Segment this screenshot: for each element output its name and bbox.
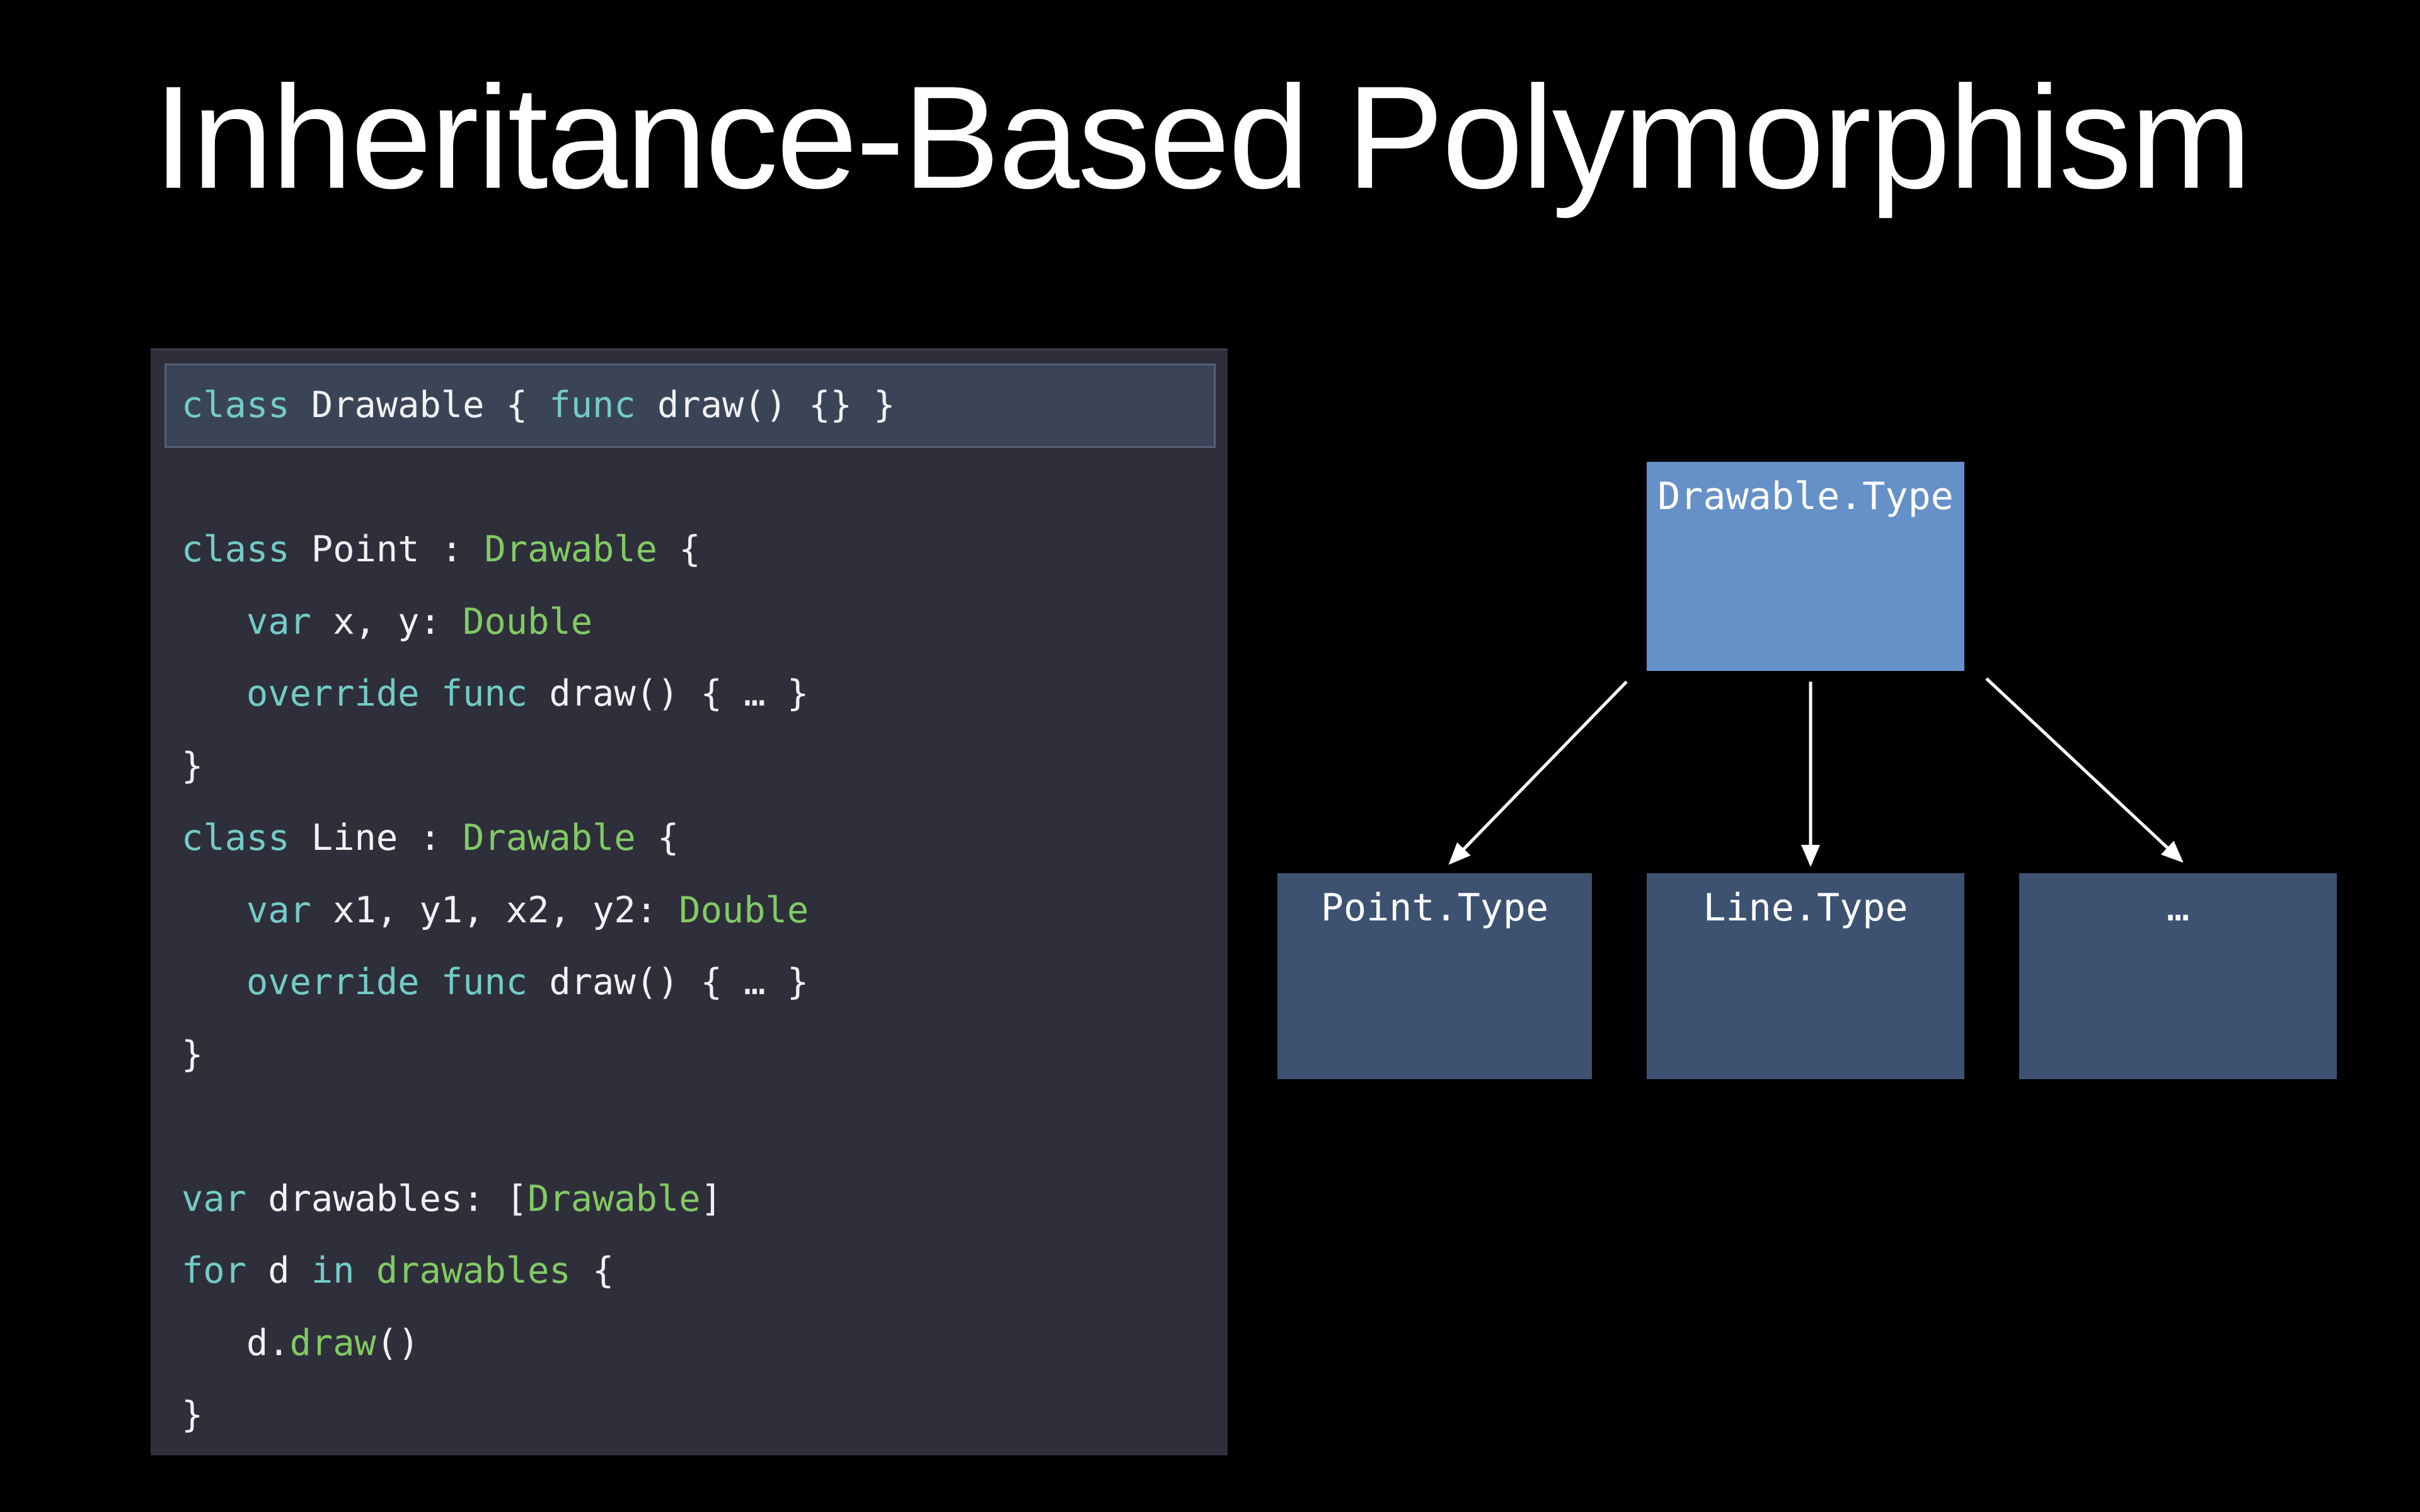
box-ellipsis-type: … <box>2019 873 2337 1079</box>
code-line: override func draw() { … } <box>246 961 809 1003</box>
arrow-drawable-to-point <box>1448 680 1628 865</box>
code-line: var drawables: [Drawable] <box>182 1177 722 1220</box>
code-block: class Drawable { func draw() {} } class … <box>182 369 896 1452</box>
inheritance-arrows <box>1448 677 2184 867</box>
box-drawable-type-label: Drawable.Type <box>1657 474 1954 518</box>
code-line: class Line : Drawable { <box>182 817 679 859</box>
box-point-type-label: Point.Type <box>1320 886 1549 930</box>
code-line: class Drawable { func draw() {} } <box>182 384 896 426</box>
code-line: override func draw() { … } <box>246 673 809 714</box>
box-line-type-label: Line.Type <box>1703 886 1908 930</box>
code-highlight-row <box>164 364 1216 448</box>
slide-title: Inheritance-Based Polymorphism <box>153 56 2252 219</box>
code-line: var x1, y1, x2, y2: Double <box>246 889 809 931</box>
code-line: } <box>182 745 204 787</box>
box-line-type: Line.Type <box>1647 873 1964 1079</box>
code-panel: class Drawable { func draw() {} } class … <box>151 348 1228 1455</box>
box-drawable-type: Drawable.Type <box>1647 462 1964 671</box>
box-ellipsis-type-label: … <box>2166 886 2190 930</box>
arrow-drawable-to-etc <box>1985 677 2184 863</box>
code-line: var x, y: Double <box>246 600 593 643</box>
box-point-type: Point.Type <box>1277 873 1592 1079</box>
code-line: class Point : Drawable { <box>182 529 701 570</box>
code-line: d.draw() <box>182 1322 420 1364</box>
code-line: } <box>182 1394 204 1436</box>
code-line: } <box>182 1033 204 1075</box>
code-line: for d in drawables { <box>182 1250 614 1292</box>
